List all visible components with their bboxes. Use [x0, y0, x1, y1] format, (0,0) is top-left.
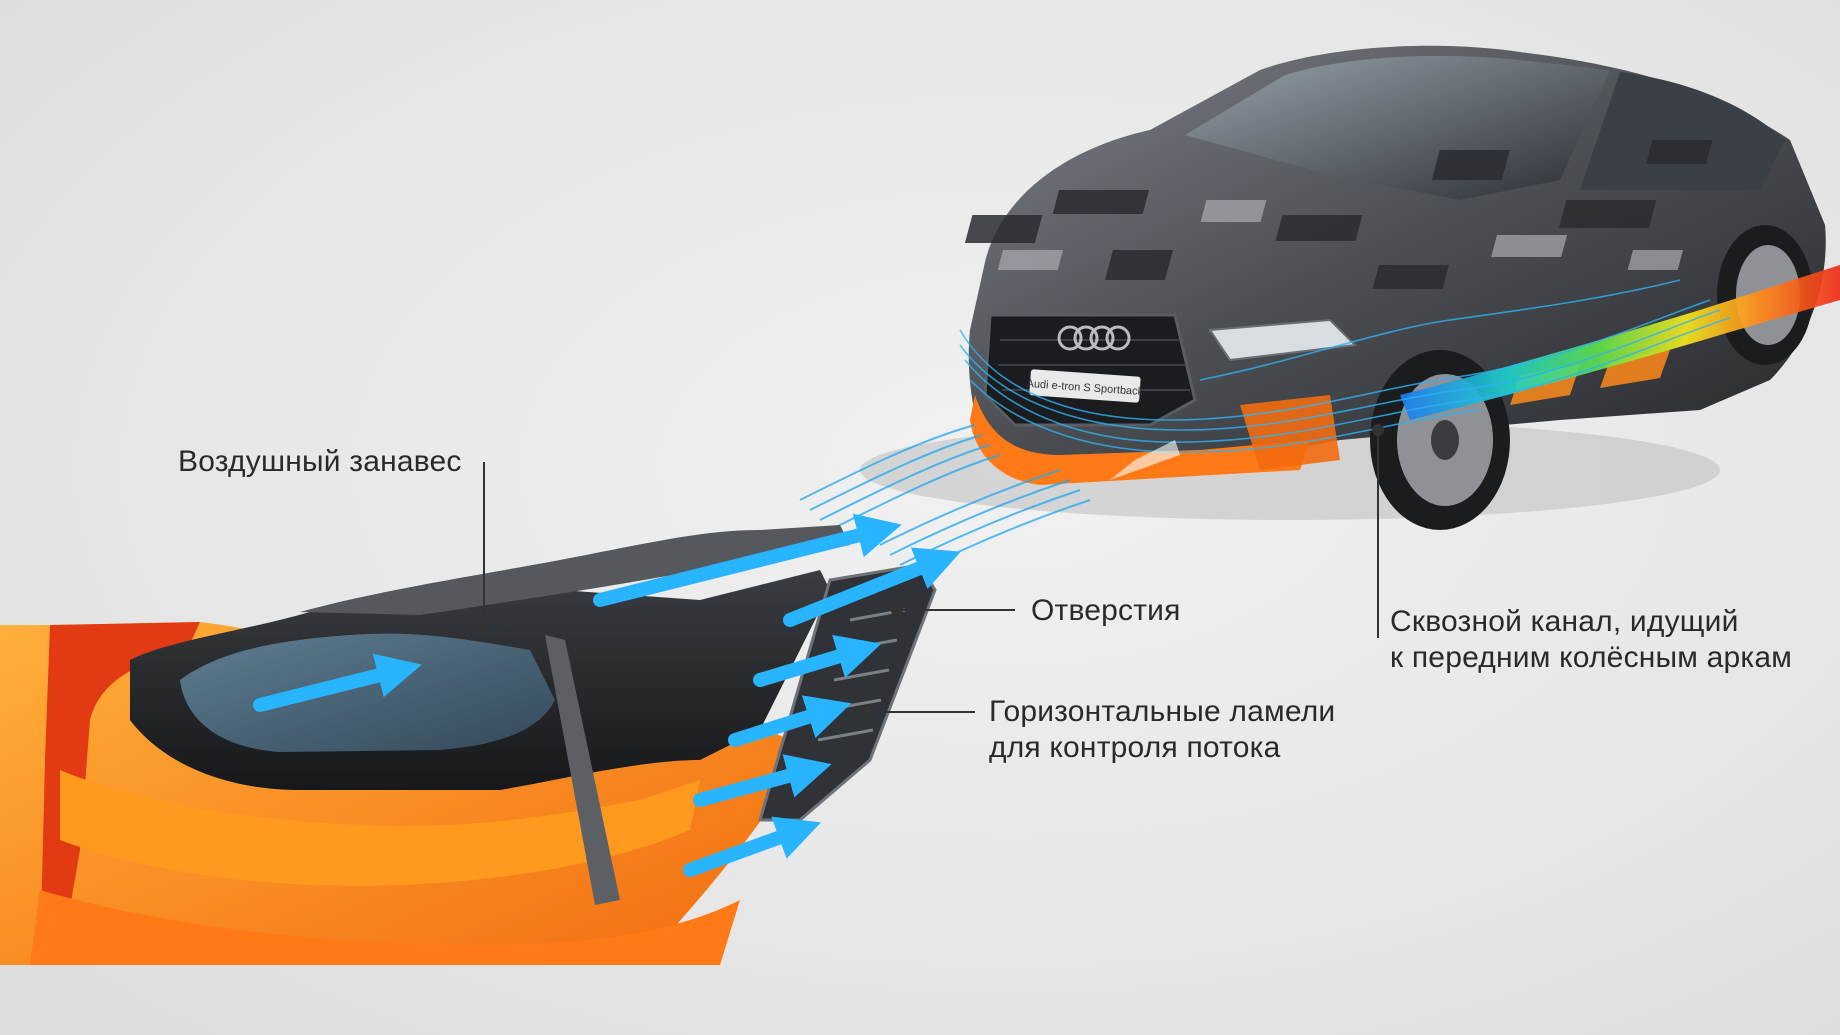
- air-curtain-leader-dot: [478, 622, 490, 634]
- lamel-arrow-4: [683, 816, 822, 877]
- car-illustration: Audi e-tron S Sportback: [860, 45, 1840, 530]
- lamels-label-line1: Горизонтальные ламели: [989, 695, 1336, 728]
- bumper-cutaway: [0, 525, 937, 965]
- rings-logo: [1057, 325, 1131, 351]
- holes-leader-dot: [891, 604, 903, 616]
- air-curtain-label: Воздушный занавес: [178, 445, 462, 478]
- duct-leader-dot: [1372, 424, 1384, 436]
- flow-arrows: [253, 513, 961, 877]
- duct-label: Сквозной канал, идущий к передним колёсн…: [1390, 604, 1792, 676]
- lamels-leader-dot: [861, 706, 873, 718]
- holes-label: Отверстия: [1031, 594, 1181, 627]
- car-streamlines: [959, 279, 1731, 454]
- duct-label-line2: к передним колёсным аркам: [1390, 641, 1793, 674]
- lamels-label: Горизонтальные ламели для контроля поток…: [989, 694, 1335, 766]
- lamel-arrow-1: [753, 634, 882, 687]
- duct-arrow: [253, 653, 422, 712]
- leader-lines: [478, 424, 1384, 718]
- top-slot-arrow: [593, 513, 902, 607]
- duct-label-line1: Сквозной канал, идущий: [1390, 605, 1739, 638]
- lamel-arrow-2: [728, 695, 852, 747]
- lamel-arrow-3: [693, 754, 832, 807]
- license-plate: [1029, 369, 1141, 403]
- hole-arrow: [783, 547, 961, 627]
- lamels-label-line2: для контроля потока: [989, 731, 1281, 764]
